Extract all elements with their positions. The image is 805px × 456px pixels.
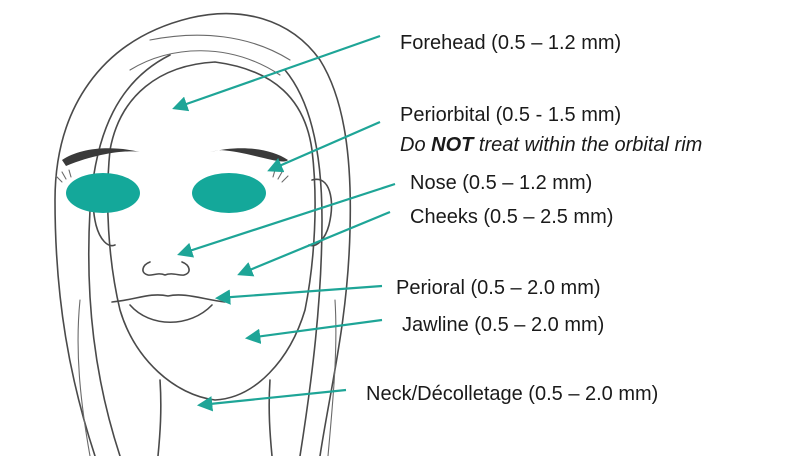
right-eye-pad [192,173,266,213]
periorbital-warning: Do NOT treat within the orbital rim [400,134,702,156]
arrow-periorbital [270,122,380,170]
label-periorbital: Periorbital (0.5 - 1.5 mm) [400,104,621,126]
label-nose: Nose (0.5 – 1.2 mm) [410,172,592,194]
warning-emphasis: NOT [431,134,473,156]
face-outline [94,62,332,456]
mouth [112,295,225,322]
label-neck: Neck/Décolletage (0.5 – 2.0 mm) [366,383,658,405]
label-jawline: Jawline (0.5 – 2.0 mm) [402,314,604,336]
arrow-forehead [175,36,380,108]
left-eye-pad [66,173,140,213]
warning-prefix: Do [400,134,431,156]
warning-suffix: treat within the orbital rim [473,134,702,156]
right-eyebrow [210,148,288,161]
label-perioral: Perioral (0.5 – 2.0 mm) [396,277,601,299]
label-cheeks: Cheeks (0.5 – 2.5 mm) [410,206,613,228]
label-forehead: Forehead (0.5 – 1.2 mm) [400,32,621,54]
nose [143,262,189,275]
left-eyebrow [62,148,140,166]
arrow-neck [200,390,346,405]
arrow-perioral [218,286,382,298]
